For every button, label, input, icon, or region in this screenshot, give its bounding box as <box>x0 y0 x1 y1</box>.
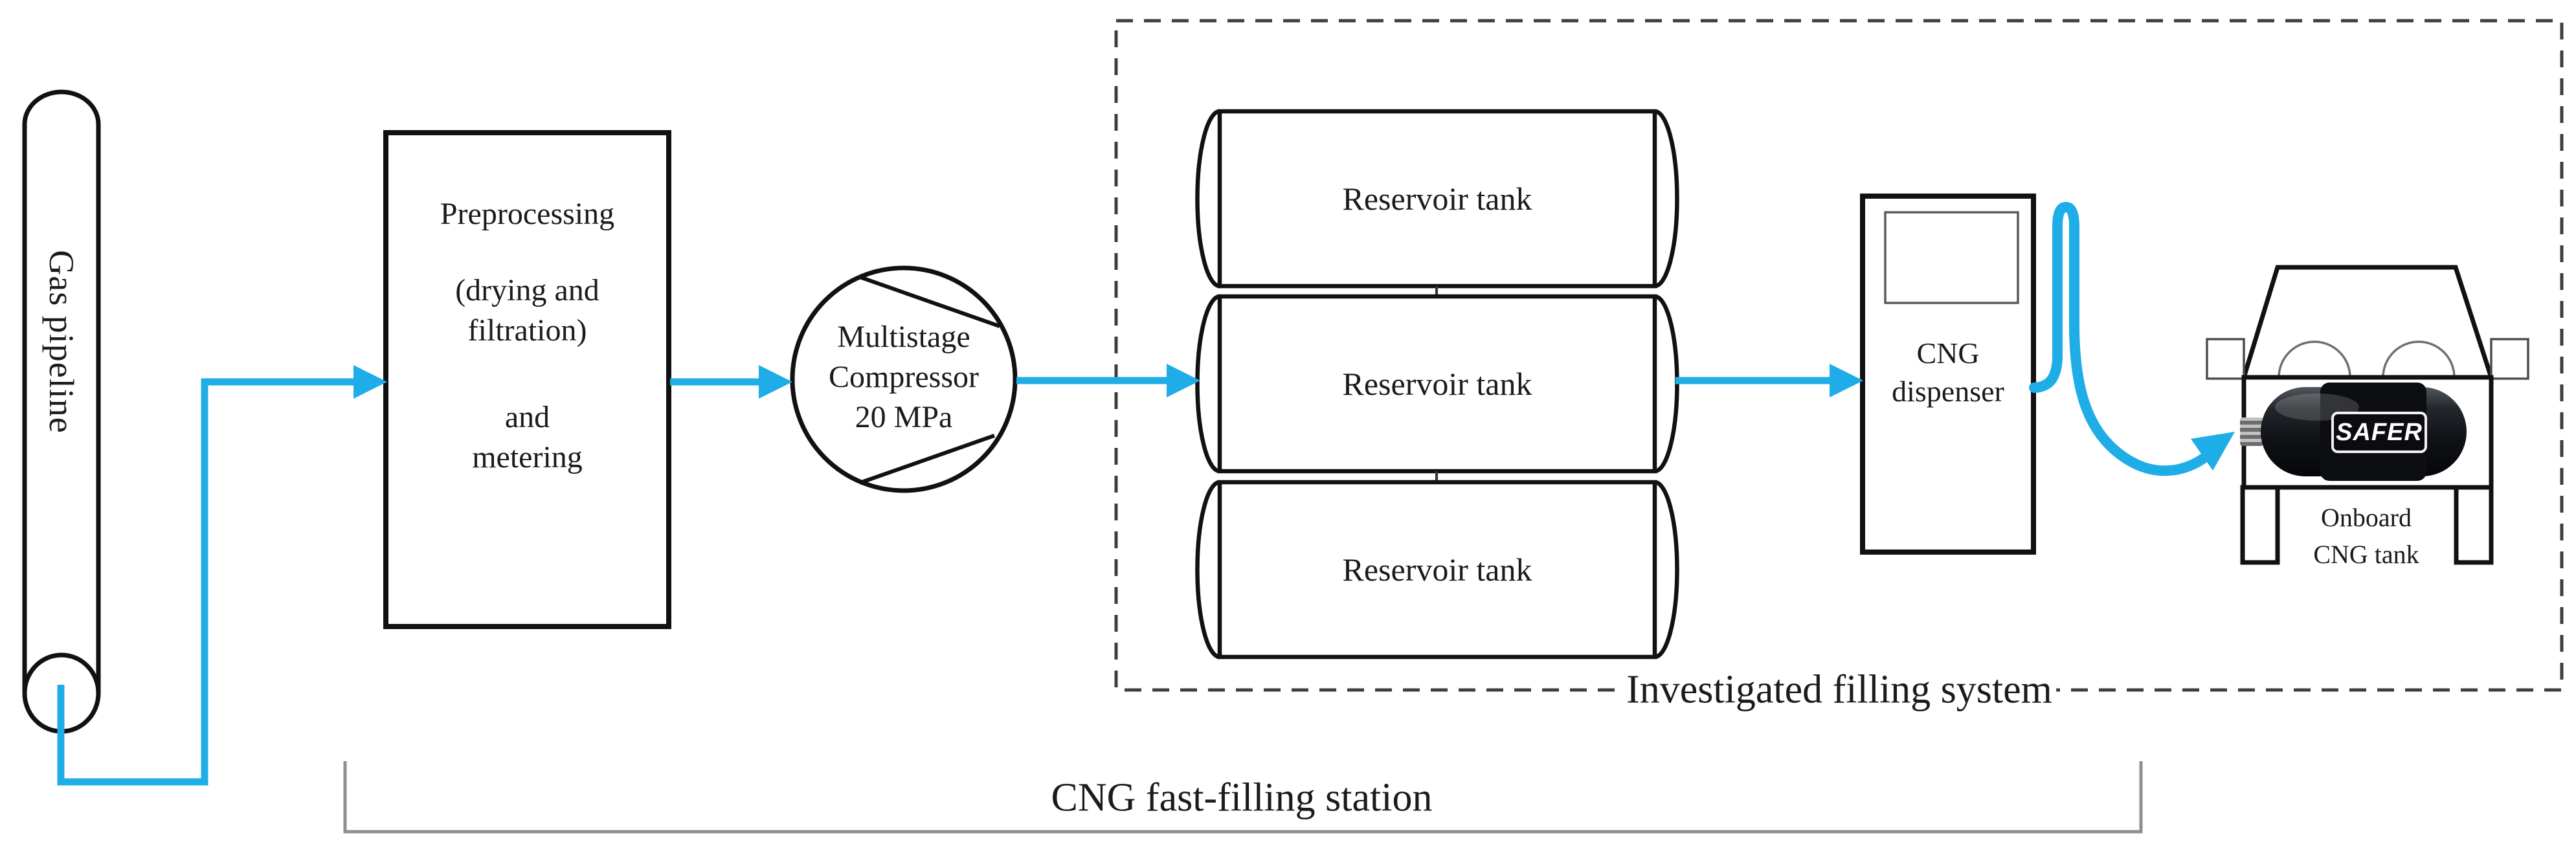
reservoir-tank-3-label: Reservoir tank <box>1342 551 1532 588</box>
dispenser-screen <box>1884 211 2019 304</box>
tank-2-body <box>1217 294 1657 474</box>
tank-3-body <box>1217 480 1657 660</box>
tank-2-right-cap <box>1654 294 1679 474</box>
flow-arrowhead-dispenser <box>1830 364 1863 397</box>
compressor-line3: 20 MPa <box>855 400 953 434</box>
compressor-circle <box>790 265 1018 493</box>
flow-arrowhead-compressor <box>759 365 792 399</box>
tank-3-right-cap <box>1654 480 1679 660</box>
safer-brand-badge: SAFER <box>2331 412 2427 453</box>
car-roof <box>2241 265 2494 380</box>
reservoir-tank-3 <box>1195 480 1679 660</box>
station-bracket <box>343 761 2143 834</box>
compressor-chord-top <box>859 275 1000 328</box>
safer-brand-text: SAFER <box>2336 418 2423 446</box>
supply-line <box>57 378 356 786</box>
preprocessing-sub1: (drying and <box>455 273 599 307</box>
preprocessing-box <box>383 130 671 629</box>
car-headrest-arc-right <box>2382 340 2456 378</box>
reservoir-tank-2-label: Reservoir tank <box>1342 366 1532 402</box>
supply-arrowhead <box>353 365 387 399</box>
gas-pipeline-label: Gas pipeline <box>42 250 81 434</box>
car-mirror-left <box>2206 338 2245 380</box>
reservoir-tank-1-label: Reservoir tank <box>1342 181 1532 217</box>
compressor-label: Multistage Compressor 20 MPa <box>794 317 1014 438</box>
dispenser-label: CNG dispenser <box>1863 334 2033 410</box>
dispenser-hose <box>2029 201 2214 476</box>
preprocessing-sub2: filtration) <box>467 313 587 348</box>
dispenser-line1: CNG <box>1916 337 1980 370</box>
car-wheel-right <box>2454 485 2494 565</box>
flow-arrowhead-tanks <box>1167 364 1200 397</box>
tank-1-body <box>1217 109 1657 289</box>
tank-3-left-cap <box>1195 480 1220 660</box>
compressor-line1: Multistage <box>837 320 970 354</box>
compressor-chord-bottom <box>859 434 995 485</box>
preprocessing-label: Preprocessing (drying and filtration) an… <box>386 194 669 478</box>
reservoir-tank-1 <box>1195 109 1679 289</box>
tank-2-left-cap <box>1195 294 1220 474</box>
investigated-filling-system-label: Investigated filling system <box>1622 667 2056 713</box>
reservoir-tank-2 <box>1195 294 1679 474</box>
car-mirror-right <box>2490 338 2529 380</box>
preprocessing-title: Preprocessing <box>440 197 615 231</box>
tank-1-right-cap <box>1654 109 1679 289</box>
preprocessing-sub4: metering <box>472 440 583 474</box>
onboard-tank-caption: Onboard CNG tank <box>2279 499 2454 573</box>
pipeline-cylinder-outline <box>22 89 101 693</box>
car-wheel-left <box>2240 485 2280 565</box>
hose-arrowhead <box>2191 432 2235 471</box>
onboard-caption-line2: CNG tank <box>2313 540 2419 569</box>
onboard-tank-valve <box>2240 417 2263 446</box>
car-headrest-arc-left <box>2278 340 2351 378</box>
cng-fast-filling-station-label: CNG fast-filling station <box>1051 775 1433 820</box>
compressor-line2: Compressor <box>829 360 979 394</box>
dispenser-line2: dispenser <box>1892 375 2004 408</box>
tank-1-left-cap <box>1195 109 1220 289</box>
onboard-caption-line1: Onboard <box>2321 503 2412 532</box>
preprocessing-sub3: and <box>504 400 550 434</box>
